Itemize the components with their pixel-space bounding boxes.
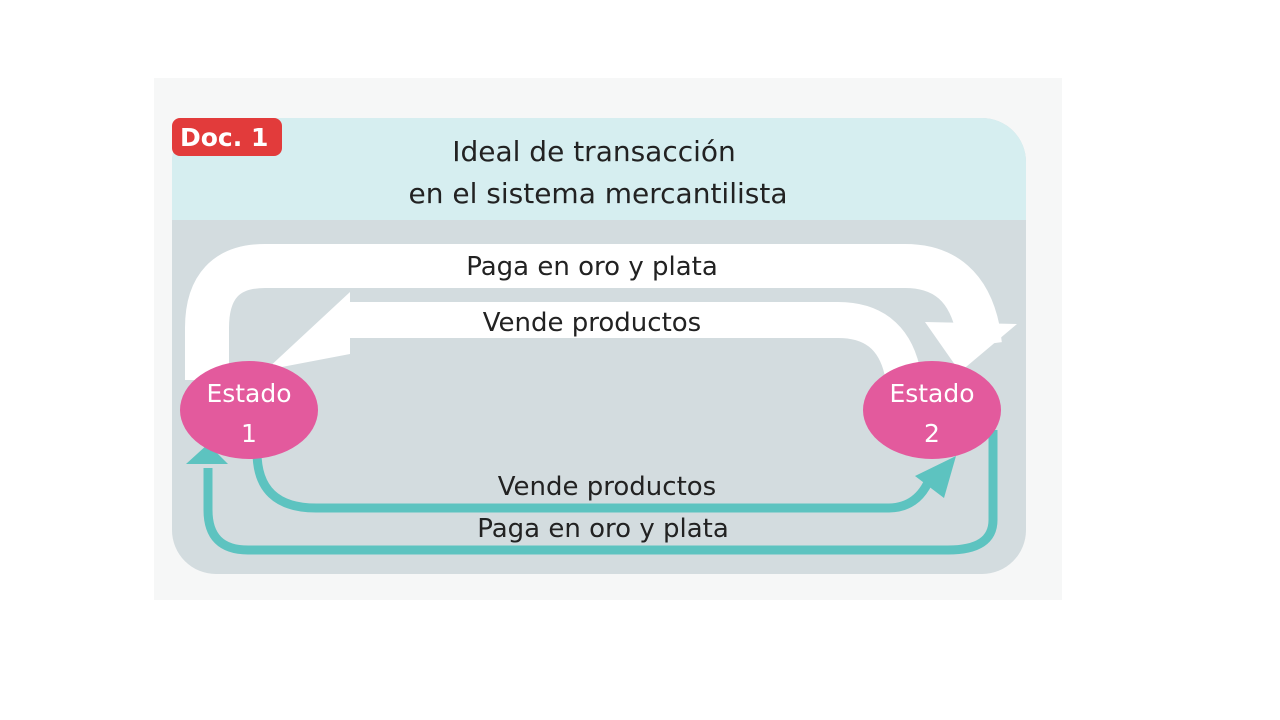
doc-badge [172,118,282,156]
arrow-bottom-inner [252,451,935,513]
arrow-top-outer-head [925,322,1017,372]
doc-badge-label: Doc. 1 [180,123,268,152]
arrow-top-inner-head [266,292,350,370]
node-estado-2 [863,361,1001,459]
node-estado-2-line2: 2 [924,419,940,448]
diagram-title-line1: Ideal de transacción [452,135,736,168]
diagram-panel [172,118,1026,574]
node-estado-2-line1: Estado [889,379,974,408]
label-bottom-inner: Vende productos [498,472,716,502]
label-top-outer: Paga en oro y plata [466,252,718,282]
node-estado-1-line2: 1 [241,419,257,448]
arrow-bottom-outer [203,430,998,555]
arrow-top-inner [340,302,920,375]
arrow-top-outer [185,244,1002,380]
diagram-title-line2: en el sistema mercantilista [408,177,787,210]
label-top-inner: Vende productos [483,308,701,338]
node-estado-1-line1: Estado [206,379,291,408]
arrow-bottom-inner-head [915,456,956,498]
header-band [172,118,1026,220]
node-estado-1 [180,361,318,459]
arrow-bottom-outer-head [186,444,228,464]
label-bottom-outer: Paga en oro y plata [477,514,729,544]
